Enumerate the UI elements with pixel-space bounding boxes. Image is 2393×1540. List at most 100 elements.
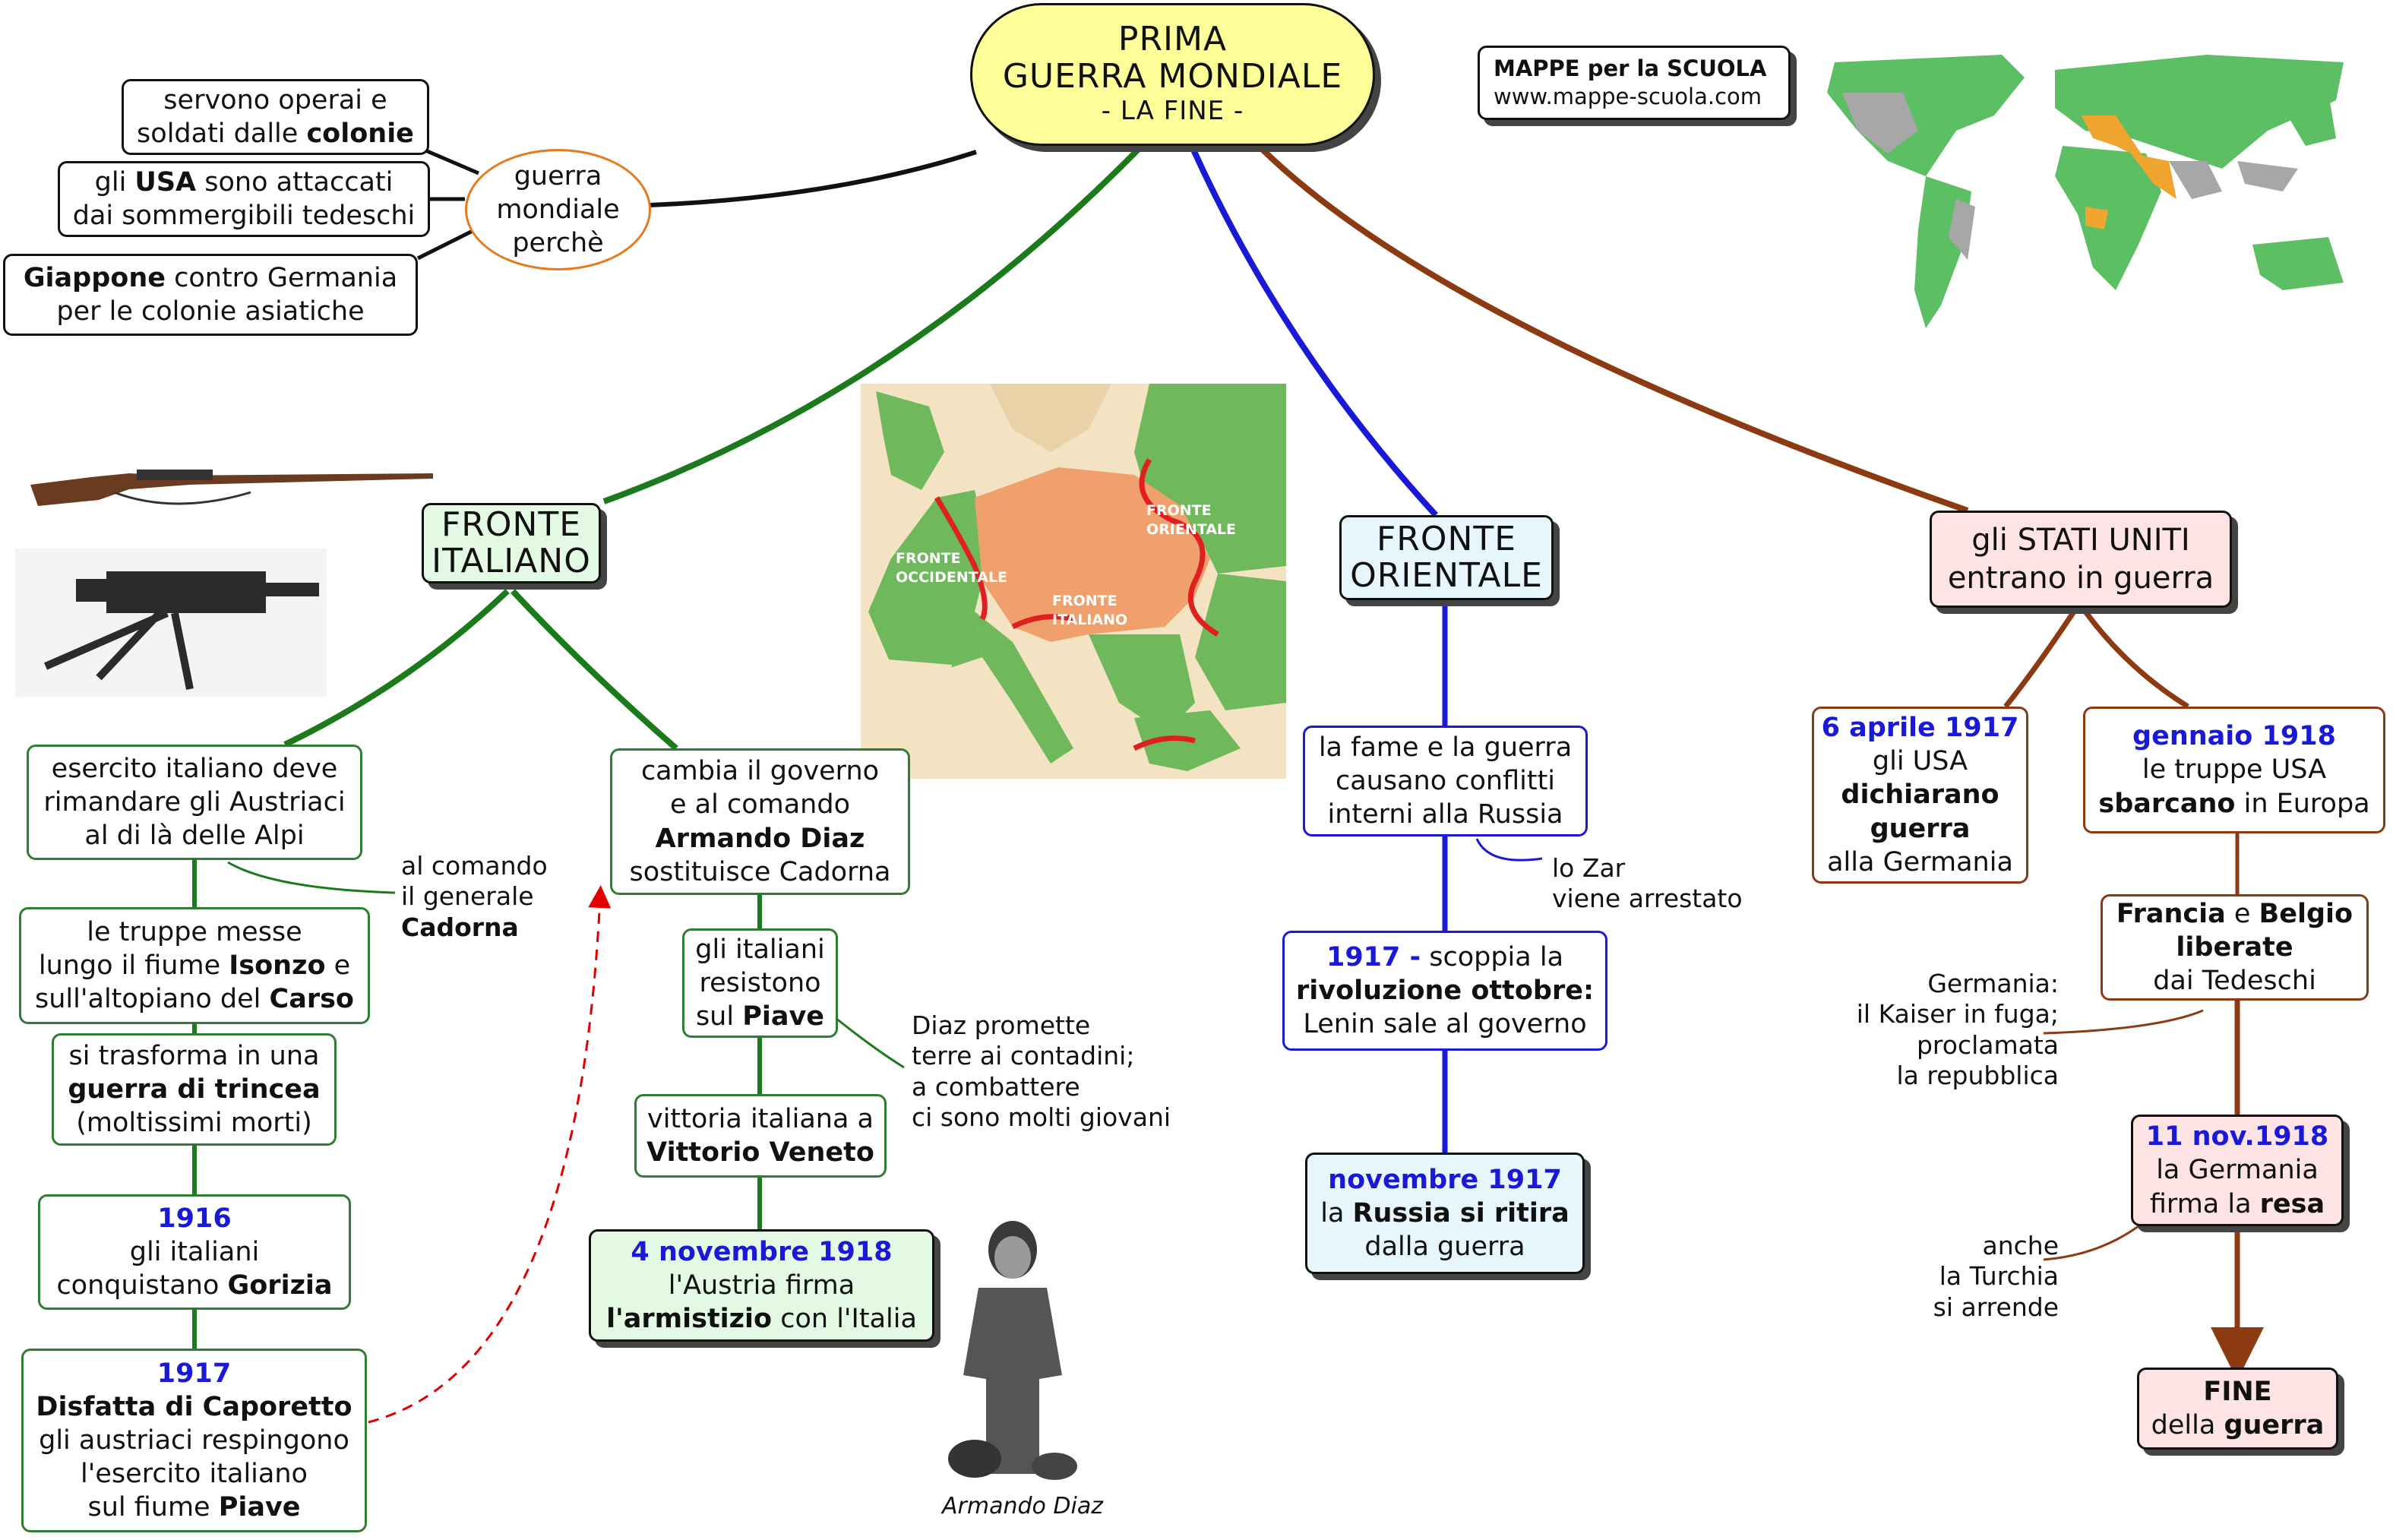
- it-node-isonzo-text3: sull'altopiano del: [35, 984, 270, 1015]
- it-node-armistice: 4 novembre 1918 l'Austria firma l'armist…: [589, 1229, 934, 1342]
- it-node-trench-line2: guerra di trincea: [68, 1074, 321, 1105]
- map-label-east-line1: FRONTE: [1146, 502, 1212, 519]
- east-node-hunger-line3: interni alla Russia: [1327, 799, 1563, 830]
- it-node-diaz: cambia il governo e al comando Armando D…: [610, 748, 910, 895]
- east-node-withdraw-text: la: [1320, 1197, 1353, 1229]
- title-line2: GUERRA MONDIALE: [1002, 56, 1343, 96]
- header-usa-line2: entrano in guerra: [1947, 561, 2214, 596]
- note-cadorna-line2: il generale: [401, 881, 534, 912]
- it-node-caporetto-line3: l'esercito italiano: [81, 1459, 308, 1490]
- rifle-image: [23, 447, 448, 515]
- note-zar: lo Zar viene arrestato: [1552, 853, 1743, 915]
- usa-node-surrender-bold: resa: [2259, 1188, 2325, 1219]
- reason-colonies-line2: soldati dalle: [137, 119, 307, 149]
- header-fronte-italiano: FRONTE ITALIANO: [422, 503, 601, 583]
- it-node-1916: 1916 gli italiani conquistano Gorizia: [38, 1194, 351, 1310]
- reason-usa-text2: sono attaccati: [196, 166, 394, 198]
- it-node-piave-bold: Piave: [742, 1001, 825, 1032]
- note-diaz-promise-line4: ci sono molti giovani: [912, 1102, 1171, 1132]
- it-node-1916-text: conquistano: [56, 1270, 228, 1301]
- it-node-1916-date: 1916: [157, 1203, 232, 1234]
- east-node-hunger-line2: causano conflitti: [1335, 765, 1556, 796]
- note-turkey-line3: si arrende: [1933, 1292, 2059, 1322]
- note-diaz-promise: Diaz promette terre ai contadini; a comb…: [912, 1010, 1171, 1133]
- map-label-east-line2: ORIENTALE: [1146, 520, 1237, 538]
- usa-node-jan-1918: gennaio 1918 le truppe USA sbarcano in E…: [2083, 707, 2385, 833]
- note-diaz-promise-line1: Diaz promette: [912, 1010, 1091, 1040]
- it-node-1916-line1: gli italiani: [129, 1236, 260, 1267]
- title-node: PRIMA GUERRA MONDIALE - LA FINE -: [970, 3, 1375, 146]
- usa-node-april-1917-line2: dichiarano: [1841, 779, 1999, 811]
- credits-line2: www.mappe-scuola.com: [1494, 84, 1762, 109]
- usa-node-surrender-date: 11 nov.1918: [2145, 1121, 2329, 1153]
- it-node-1916-bold: Gorizia: [227, 1270, 333, 1301]
- credits-line1: MAPPE per la SCUOLA: [1494, 55, 1767, 82]
- note-kaiser-line1: Germania:: [1927, 969, 2059, 998]
- note-turkey: anche la Turchia si arrende: [1899, 1231, 2059, 1323]
- usa-node-jan-1918-text: in Europa: [2235, 788, 2370, 819]
- it-node-isonzo-bold2: Carso: [269, 984, 354, 1015]
- header-fronte-orientale-line2: ORIENTALE: [1350, 556, 1543, 595]
- usa-node-surrender: 11 nov.1918 la Germania firma la resa: [2131, 1115, 2344, 1226]
- it-node-vittorio-veneto-line2: Vittorio Veneto: [646, 1137, 874, 1168]
- usa-node-liberation: Francia e Belgio liberate dai Tedeschi: [2101, 894, 2369, 1001]
- usa-node-surrender-text: firma la: [2149, 1188, 2260, 1219]
- it-node-armistice-text: con l'Italia: [772, 1304, 917, 1335]
- note-cadorna-line1: al comando: [401, 851, 548, 881]
- it-node-diaz-line4: sostituisce Cadorna: [629, 856, 891, 887]
- it-node-isonzo-text2: e: [325, 950, 351, 981]
- it-node-vittorio-veneto: vittoria italiana a Vittorio Veneto: [634, 1094, 887, 1178]
- east-node-withdraw-line3: dalla guerra: [1364, 1232, 1525, 1263]
- it-node-piave-line1: gli italiani: [695, 934, 825, 965]
- it-node-isonzo-line1: le truppe messe: [87, 916, 302, 947]
- header-usa-line1: gli STATI UNITI: [1971, 522, 2190, 558]
- reasons-hub-line1: guerra: [514, 160, 602, 191]
- map-label-west: FRONTE OCCIDENTALE: [896, 549, 1007, 587]
- it-node-diaz-line3: Armando Diaz: [655, 823, 865, 854]
- usa-node-end-bold: guerra: [2224, 1410, 2325, 1440]
- usa-node-jan-1918-date: gennaio 1918: [2132, 721, 2336, 752]
- usa-node-surrender-line1: la Germania: [2156, 1155, 2319, 1186]
- it-node-trench-line3: (moltissimi morti): [76, 1108, 312, 1139]
- world-map-image: [1812, 47, 2360, 343]
- it-node-armistice-bold: l'armistizio: [606, 1304, 773, 1335]
- credits-box: MAPPE per la SCUOLA www.mappe-scuola.com: [1478, 46, 1791, 120]
- note-zar-line2: viene arrestato: [1552, 884, 1743, 914]
- reason-japan-line2: per le colonie asiatiche: [56, 296, 365, 327]
- map-label-west-line1: FRONTE: [896, 550, 961, 567]
- armando-diaz-photo: [933, 1216, 1092, 1481]
- note-zar-line1: lo Zar: [1552, 853, 1626, 883]
- it-node-alps-line1: esercito italiano deve: [51, 753, 338, 784]
- reasons-hub-line3: perchè: [512, 228, 604, 259]
- header-fronte-italiano-line1: FRONTE: [441, 504, 582, 544]
- map-label-east: FRONTE ORIENTALE: [1146, 501, 1236, 539]
- reason-japan-bold: Giappone: [23, 262, 166, 293]
- map-label-italy-line2: ITALIANO: [1052, 611, 1128, 628]
- east-node-hunger-line1: la fame e la guerra: [1318, 732, 1573, 763]
- note-turkey-line2: la Turchia: [1939, 1261, 2059, 1292]
- east-node-withdraw-bold: Russia si ritira: [1352, 1197, 1570, 1229]
- it-node-trench: si trasforma in una guerra di trincea (m…: [52, 1033, 337, 1146]
- reason-colonies-bold: colonie: [306, 119, 414, 149]
- map-label-italy-line1: FRONTE: [1052, 593, 1117, 609]
- usa-node-liberation-bold2: Belgio: [2259, 898, 2353, 929]
- east-node-revolution-line3: Lenin sale al governo: [1303, 1009, 1587, 1040]
- usa-node-april-1917-line1: gli USA: [1872, 746, 1968, 777]
- reason-colonies: servono operai e soldati dalle colonie: [122, 79, 429, 155]
- usa-node-liberation-text: e: [2225, 898, 2259, 929]
- usa-node-end: FINE della guerra: [2137, 1368, 2338, 1450]
- title-line3: - LA FINE -: [1101, 95, 1244, 126]
- it-node-armistice-line1: l'Austria firma: [668, 1270, 855, 1301]
- europe-fronts-map: FRONTE OCCIDENTALE FRONTE ORIENTALE FRON…: [861, 384, 1286, 779]
- it-node-isonzo-bold1: Isonzo: [229, 950, 326, 981]
- usa-node-april-1917-date: 6 aprile 1917: [1821, 713, 2019, 744]
- usa-node-april-1917-line3: guerra: [1870, 813, 1971, 844]
- usa-node-end-text: della: [2151, 1410, 2224, 1440]
- machine-gun-image: [15, 549, 327, 697]
- it-node-alps-line2: rimandare gli Austriaci: [43, 786, 346, 817]
- it-node-armistice-date: 4 novembre 1918: [631, 1236, 893, 1267]
- header-fronte-italiano-line2: ITALIANO: [431, 542, 591, 580]
- usa-node-jan-1918-line1: le truppe USA: [2142, 754, 2327, 786]
- reason-japan-text: contro Germania: [165, 262, 398, 293]
